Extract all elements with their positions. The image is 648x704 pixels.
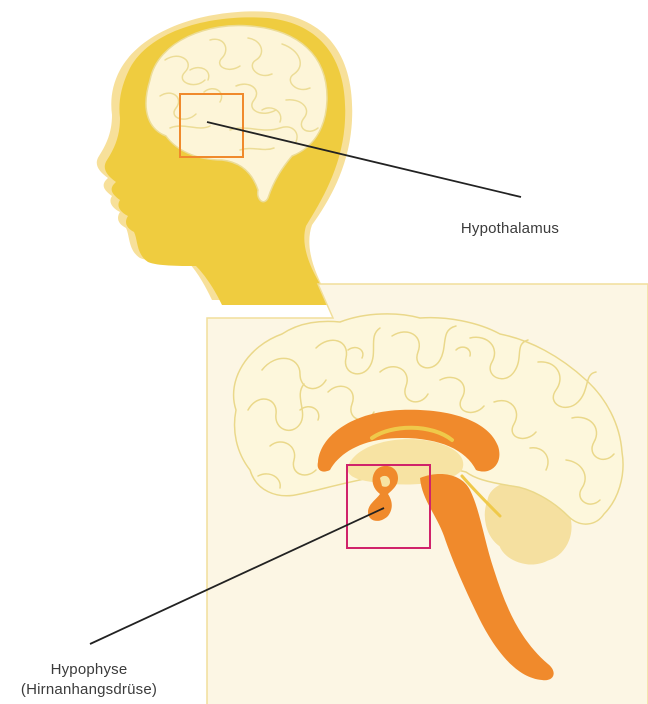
label-hypothalamus: Hypothalamus	[440, 219, 580, 239]
label-hypophyse-translation: (Hirnanhangsdrüse)	[0, 680, 178, 700]
label-hypophyse-name: Hypophyse	[0, 660, 178, 680]
label-hypophyse: Hypophyse (Hirnanhangsdrüse)	[0, 660, 178, 700]
